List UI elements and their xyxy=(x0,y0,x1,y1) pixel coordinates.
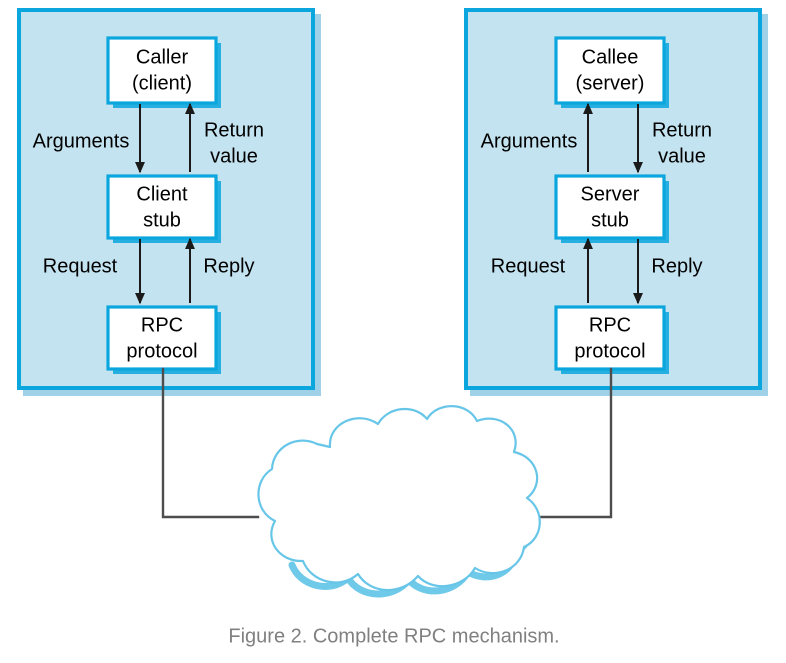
figure-caption: Figure 2. Complete RPC mechanism. xyxy=(228,625,559,647)
node-client-stub-label-line2: stub xyxy=(143,209,181,231)
connector-server-to-network xyxy=(514,367,613,519)
node-callee-label-line1: Callee xyxy=(582,46,639,68)
node-caller[interactable]: Caller (client) xyxy=(106,36,221,108)
node-caller-label-line2: (client) xyxy=(132,72,192,94)
edge-request-server: Request xyxy=(491,237,594,303)
edge-reply-client: Reply xyxy=(184,237,255,303)
node-server-rpc-protocol[interactable]: RPC protocol xyxy=(554,305,669,374)
node-server-rpc-protocol-label-line2: protocol xyxy=(574,340,645,362)
node-client-stub[interactable]: Client stub xyxy=(106,174,221,243)
node-server-stub-box xyxy=(554,174,666,240)
node-server-stub-label-line1: Server xyxy=(581,183,640,205)
edge-return-value-client-label-line1: Return xyxy=(204,119,264,141)
node-caller-box xyxy=(106,36,218,105)
node-client-rpc-protocol-label-line2: protocol xyxy=(126,340,197,362)
node-client-rpc-protocol[interactable]: RPC protocol xyxy=(106,305,221,374)
node-callee-box xyxy=(554,36,666,105)
node-server-stub-label-line2: stub xyxy=(591,209,629,231)
edge-arguments-server: Arguments xyxy=(481,102,594,172)
edge-reply-server-label: Reply xyxy=(651,255,702,277)
edge-request-client: Request xyxy=(43,239,146,305)
node-client-rpc-protocol-box xyxy=(106,305,218,371)
edge-return-value-server-label-line1: Return xyxy=(652,119,712,141)
edge-arguments-client-label: Arguments xyxy=(33,130,130,152)
client-panel-border xyxy=(17,8,315,390)
server-panel-border xyxy=(464,8,762,390)
edge-return-value-client-label-line2: value xyxy=(210,145,258,167)
network-cloud-outline xyxy=(257,405,541,592)
edge-return-value-server-label-line2: value xyxy=(658,145,706,167)
node-callee[interactable]: Callee (server) xyxy=(554,36,669,108)
edge-return-value-server: Return value xyxy=(632,104,712,174)
node-caller-label-line1: Caller xyxy=(136,46,189,68)
node-client-rpc-protocol-label-line1: RPC xyxy=(141,314,183,336)
node-client-stub-box xyxy=(106,174,218,240)
node-server-rpc-protocol-label-line1: RPC xyxy=(589,314,631,336)
node-callee-label-line2: (server) xyxy=(576,72,645,94)
node-client-stub-label-line1: Client xyxy=(136,183,188,205)
network-cloud xyxy=(257,405,541,598)
edge-request-server-label: Request xyxy=(491,255,566,277)
edge-request-client-label: Request xyxy=(43,255,118,277)
node-server-stub[interactable]: Server stub xyxy=(554,174,669,243)
edge-reply-server: Reply xyxy=(632,239,703,305)
edge-arguments-client: Arguments xyxy=(33,104,146,174)
connector-client-to-network xyxy=(161,367,260,519)
edge-return-value-client: Return value xyxy=(184,102,264,172)
edge-arguments-server-label: Arguments xyxy=(481,130,578,152)
edge-reply-client-label: Reply xyxy=(203,255,254,277)
